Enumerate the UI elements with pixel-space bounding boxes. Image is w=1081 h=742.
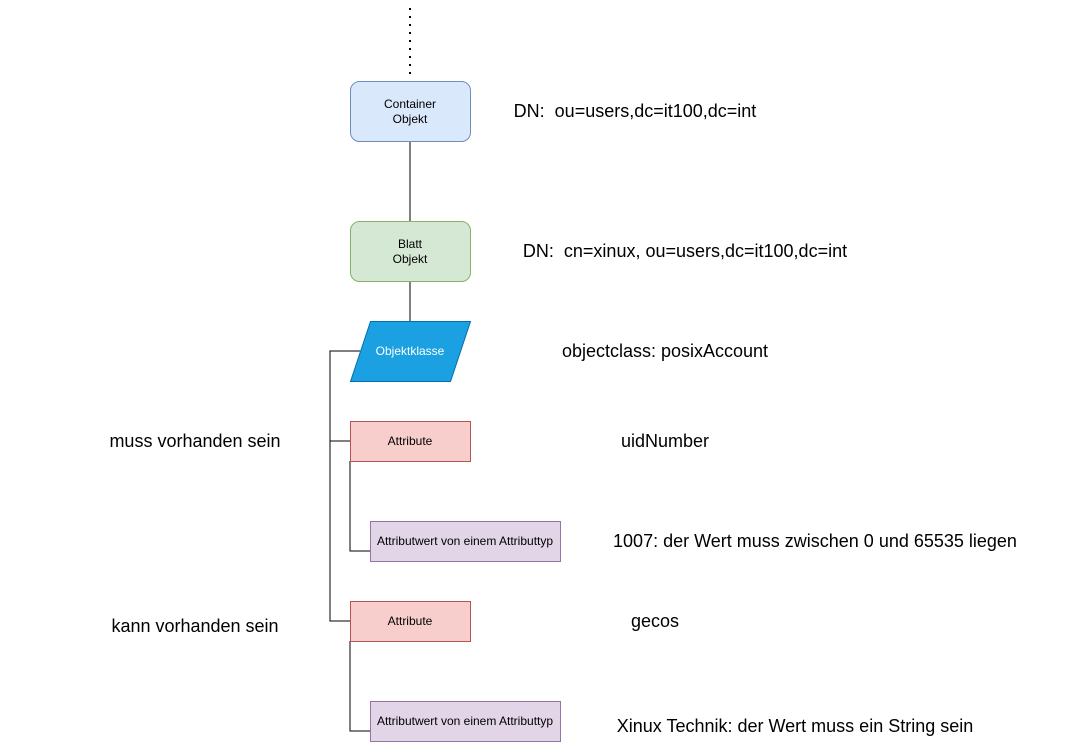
attribute2-node-shape [350,601,471,642]
attribute2-name-annotation: gecos [631,611,679,631]
objectclass-node[interactable]: Objektklasse [349,321,472,382]
objectclass-branch-connector [329,350,360,622]
objectclass-value-annotation: objectclass: posixAccount [562,341,768,361]
attribute1-node-shape [350,421,471,462]
attribute2-node-label: Attribute [388,614,433,628]
leaf-node-label-line1: Blatt [398,237,423,251]
leaf-node-shape [350,221,471,282]
must-exist-annotation: muss vorhanden sein [109,431,280,451]
value1-desc-annotation: 1007: der Wert muss zwischen 0 und 65535… [613,531,1017,551]
value2-node[interactable]: Attributwert von einem Attributtyp [370,701,561,742]
container-node-label-line2: Objekt [393,112,428,126]
container-node-label-line1: Container [384,97,436,111]
value2-desc-annotation: Xinux Technik: der Wert muss ein String … [617,716,974,736]
attribute1-node-label: Attribute [388,434,433,448]
objectclass-node-shape [349,321,472,382]
attribute1-node[interactable]: Attribute [350,421,471,462]
attribute1-to-value1-connector [349,461,370,552]
may-exist-annotation: kann vorhanden sein [111,616,278,636]
container-node[interactable]: Container Objekt [350,81,471,142]
attribute2-node[interactable]: Attribute [350,601,471,642]
leaf-node[interactable]: Blatt Objekt [350,221,471,282]
leaf-node-label-line2: Objekt [393,252,428,266]
value1-node-label: Attributwert von einem Attributtyp [377,534,553,548]
leaf-dn-annotation: DN: cn=xinux, ou=users,dc=it100,dc=int [523,241,847,261]
container-dn-annotation: DN: ou=users,dc=it100,dc=int [514,101,757,121]
objectclass-node-label: Objektklasse [376,344,445,358]
value2-node-label: Attributwert von einem Attributtyp [377,714,553,728]
attribute1-name-annotation: uidNumber [621,431,709,451]
container-node-shape [350,81,471,142]
value1-node[interactable]: Attributwert von einem Attributtyp [370,521,561,562]
attribute2-to-value2-connector [349,641,370,732]
value1-node-shape [370,521,561,562]
